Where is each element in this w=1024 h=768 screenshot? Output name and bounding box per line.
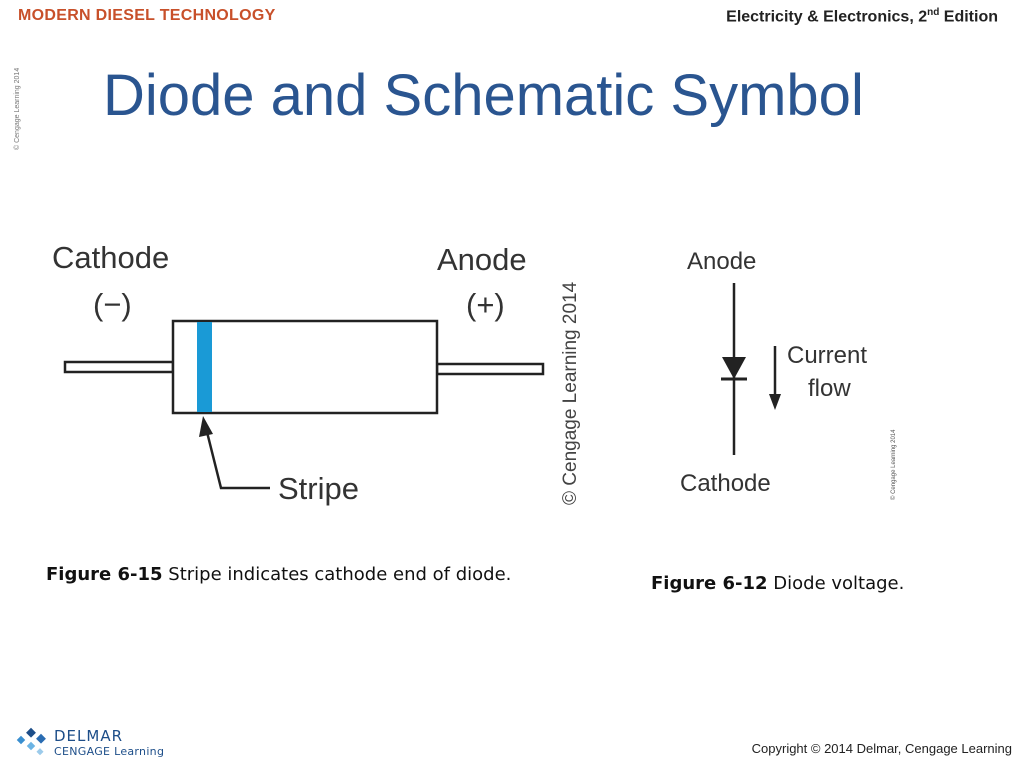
schematic-anode-label: Anode <box>687 248 756 275</box>
left-figure-credit: © Cengage Learning 2014 <box>560 281 581 505</box>
diode-triangle-symbol <box>722 357 746 379</box>
copyright-notice: Copyright © 2014 Delmar, Cengage Learnin… <box>751 741 1012 756</box>
caption-right-number: Figure 6-12 <box>651 573 768 594</box>
anode-lead <box>435 362 545 376</box>
stripe-pointer-line <box>204 427 270 490</box>
cathode-label: Cathode <box>52 240 169 275</box>
caption-left-text: Stripe indicates cathode end of diode. <box>162 564 512 585</box>
cathode-lead <box>63 360 175 374</box>
header-book-title-sup: nd <box>927 7 940 18</box>
cathode-stripe <box>197 322 212 412</box>
caption-left-number: Figure 6-15 <box>46 564 163 585</box>
stripe-label: Stripe <box>278 471 359 506</box>
diode-physical-figure: Cathode (−) Anode (+) Stripe © Cengage L… <box>52 240 581 506</box>
caption-figure-6-15: Figure 6-15 Stripe indicates cathode end… <box>46 564 511 585</box>
delmar-logo-icon <box>16 727 46 756</box>
right-figure-credit: © Cengage Learning 2014 <box>890 429 897 500</box>
logo-line-2: CENGAGE Learning <box>54 745 165 758</box>
diode-body <box>171 319 439 415</box>
current-flow-arrowhead <box>769 394 781 410</box>
stripe-pointer-arrowhead <box>199 416 213 437</box>
header-book-title: Electricity & Electronics, 2nd Edition <box>726 7 998 26</box>
header-book-title-main: Electricity & Electronics, 2 <box>726 8 928 26</box>
cathode-sign: (−) <box>93 287 132 322</box>
diode-schematic-figure: Anode Cathode Current flow © Cengage Lea… <box>680 248 897 500</box>
flow-label: flow <box>808 375 851 402</box>
anode-sign: (+) <box>466 287 505 322</box>
header-brand: MODERN DIESEL TECHNOLOGY <box>18 7 276 24</box>
header-book-title-tail: Edition <box>939 8 998 26</box>
slide-title: Diode and Schematic Symbol <box>103 63 864 128</box>
delmar-logo-text: DELMAR CENGAGE Learning <box>54 727 165 758</box>
anode-label: Anode <box>437 242 527 277</box>
schematic-cathode-label: Cathode <box>680 470 771 497</box>
caption-figure-6-12: Figure 6-12 Diode voltage. <box>651 573 904 594</box>
logo-line-1: DELMAR <box>54 727 124 745</box>
caption-right-text: Diode voltage. <box>767 573 905 594</box>
current-label: Current <box>787 342 867 369</box>
